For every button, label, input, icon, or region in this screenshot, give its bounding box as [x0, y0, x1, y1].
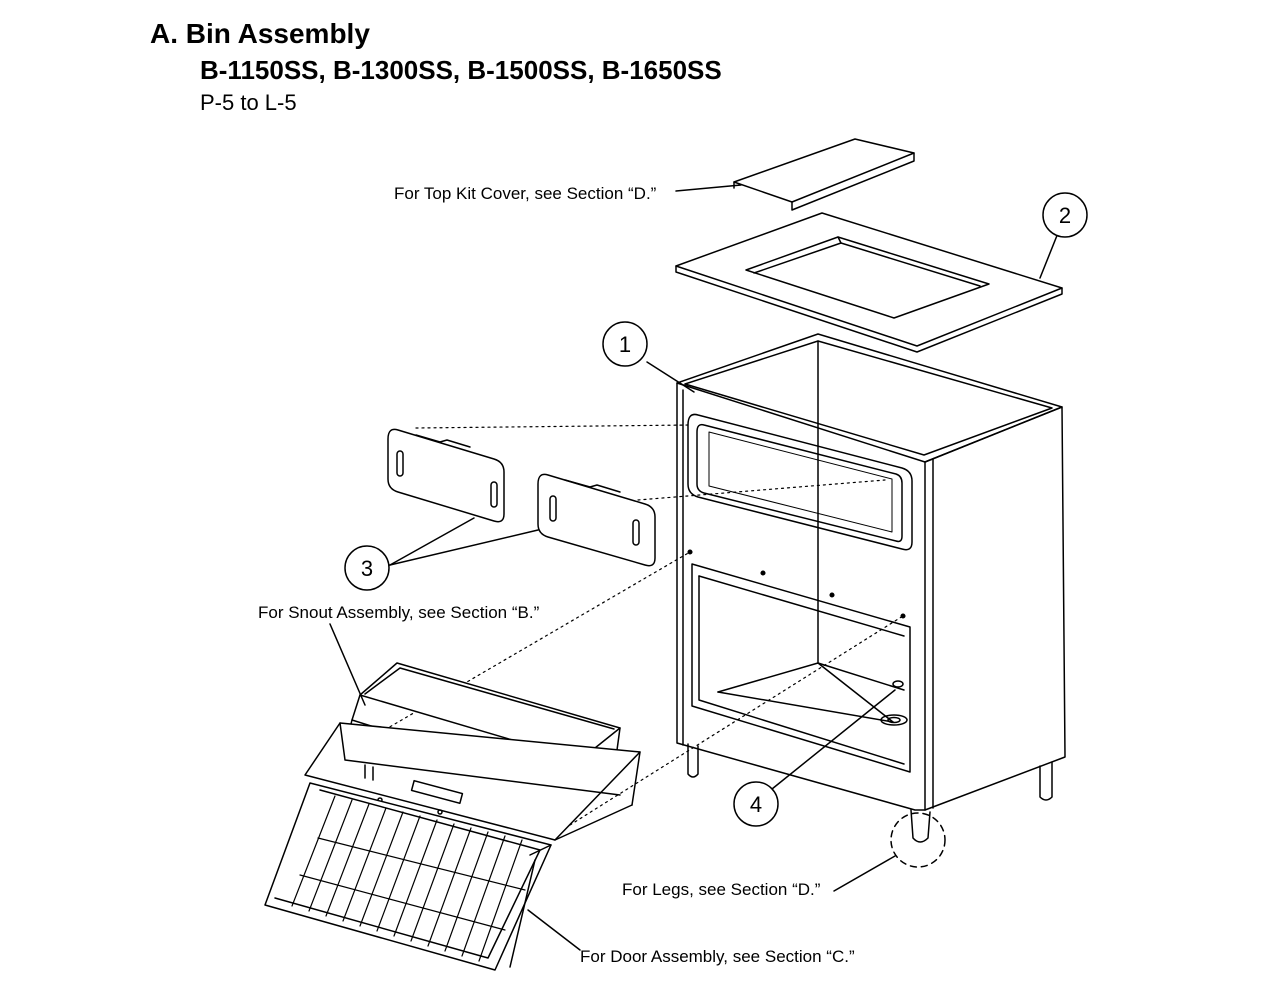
callout-2-label: 2: [1059, 203, 1071, 228]
note-top-kit-cover: For Top Kit Cover, see Section “D.”: [394, 184, 657, 203]
section-title: A. Bin Assembly: [150, 18, 370, 49]
callout-4-label: 4: [750, 792, 762, 817]
top-lid: [675, 212, 1063, 353]
note-legs: For Legs, see Section “D.”: [622, 880, 821, 899]
side-panel-right: [537, 473, 656, 567]
callout-3: 3: [344, 545, 390, 591]
alignment-lines: [332, 424, 904, 826]
leg-detail-circle: [890, 812, 946, 868]
leader-1: [646, 361, 695, 393]
leader-3a: [389, 517, 475, 566]
leader-3b: [389, 529, 539, 566]
model-list: B-1150SS, B-1300SS, B-1500SS, B-1650SS: [200, 55, 722, 85]
leader-top-kit: [675, 184, 742, 192]
side-panel-left: [387, 428, 505, 523]
callout-1-label: 1: [619, 332, 631, 357]
note-door-assembly: For Door Assembly, see Section “C.”: [580, 947, 855, 966]
leader-door: [527, 909, 581, 951]
leader-4: [771, 689, 896, 790]
callout-4: 4: [733, 781, 779, 827]
bin-cabinet: [676, 333, 1066, 843]
leader-snout: [329, 623, 366, 706]
callout-2: 2: [1042, 192, 1088, 238]
callout-1: 1: [602, 321, 648, 367]
top-kit-cover: [733, 138, 915, 211]
callout-3-label: 3: [361, 556, 373, 581]
leader-legs: [833, 855, 896, 892]
snout-door-assembly: [264, 662, 641, 971]
serial-range: P-5 to L-5: [200, 90, 297, 115]
note-snout-assembly: For Snout Assembly, see Section “B.”: [258, 603, 540, 622]
leader-2: [1039, 232, 1059, 279]
